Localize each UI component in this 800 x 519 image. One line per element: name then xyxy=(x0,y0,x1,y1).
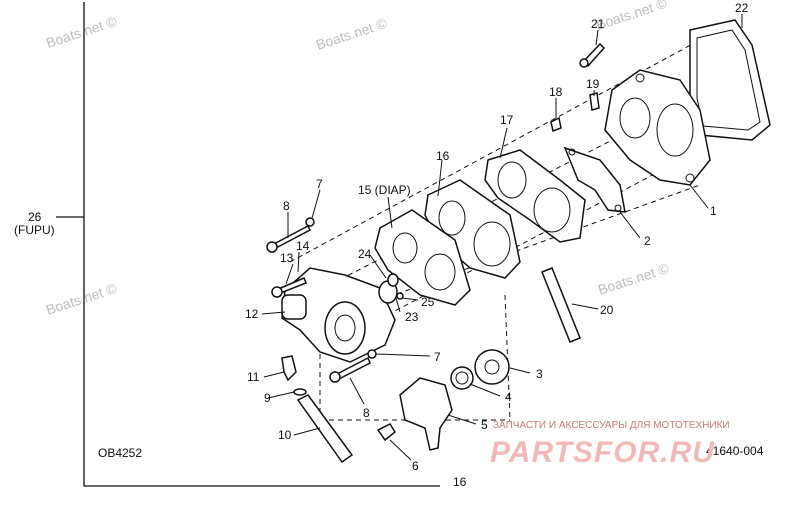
callout-14: 14 xyxy=(296,239,310,253)
group-name: (FUPU) xyxy=(14,223,55,237)
hose-10 xyxy=(296,394,354,464)
watermark-mid-right: Boats.net © xyxy=(596,260,671,298)
nut-18 xyxy=(550,116,562,133)
watermark-mid-left: Boats.net © xyxy=(44,280,119,318)
callout-5: 5 xyxy=(481,418,488,432)
callout-21: 21 xyxy=(591,17,605,31)
pin-19 xyxy=(589,92,600,111)
callout-4: 4 xyxy=(505,390,512,404)
callout-23: 23 xyxy=(405,310,419,324)
callout-15: 15 (DIAP) xyxy=(358,183,411,197)
callout-1: 1 xyxy=(710,204,717,218)
gasket-4 xyxy=(450,366,474,390)
watermark-top-center: Boats.net © xyxy=(314,15,389,53)
callout-7-upper: 7 xyxy=(316,177,323,191)
callout-6: 6 xyxy=(412,459,419,473)
hose-20 xyxy=(541,267,581,343)
callout-16-lower: 16 xyxy=(453,475,467,489)
callout-2: 2 xyxy=(644,234,651,248)
plate-17 xyxy=(484,149,586,243)
callout-11: 11 xyxy=(247,370,260,384)
callout-22: 22 xyxy=(735,1,749,15)
callout-17: 17 xyxy=(500,113,514,127)
diaphragm-15 xyxy=(374,209,471,306)
check-valve-24 xyxy=(387,273,399,287)
callout-9: 9 xyxy=(264,391,271,405)
callout-8-upper: 8 xyxy=(283,199,290,213)
watermark-top-right: Boats.net © xyxy=(594,0,669,33)
callout-25: 25 xyxy=(421,295,435,309)
group-number: 26 xyxy=(28,210,42,224)
seal-25 xyxy=(396,292,404,300)
fitting-11 xyxy=(281,355,297,382)
callout-8-lower: 8 xyxy=(363,406,370,420)
cap-5 xyxy=(399,377,453,451)
callout-12: 12 xyxy=(245,307,259,321)
brand-tagline: ЗАПЧАСТИ И АКСЕССУАРЫ ДЛЯ МОТОТЕХНИКИ xyxy=(493,420,730,431)
group-bracket xyxy=(83,2,440,487)
clamp-9 xyxy=(293,388,307,396)
callout-13: 13 xyxy=(280,251,294,265)
callout-19: 19 xyxy=(586,77,600,91)
callout-3: 3 xyxy=(536,367,543,381)
callout-20: 20 xyxy=(600,303,614,317)
callout-24: 24 xyxy=(358,247,372,261)
leader-lines xyxy=(261,14,743,461)
callout-18: 18 xyxy=(549,85,563,99)
diagram-code: 41640-004 xyxy=(706,444,764,458)
valve-3 xyxy=(474,349,510,385)
washer-7-lower xyxy=(367,349,377,359)
callout-7-lower: 7 xyxy=(434,350,441,364)
brand-logo: PARTSFOR.RU xyxy=(490,436,715,469)
ref-code: OB4252 xyxy=(98,446,142,460)
callout-10: 10 xyxy=(278,428,292,442)
watermark-top-left: Boats.net © xyxy=(44,13,119,51)
callout-16-upper: 16 xyxy=(436,149,450,163)
screw-6 xyxy=(376,423,396,442)
washer-7-upper xyxy=(305,217,315,227)
